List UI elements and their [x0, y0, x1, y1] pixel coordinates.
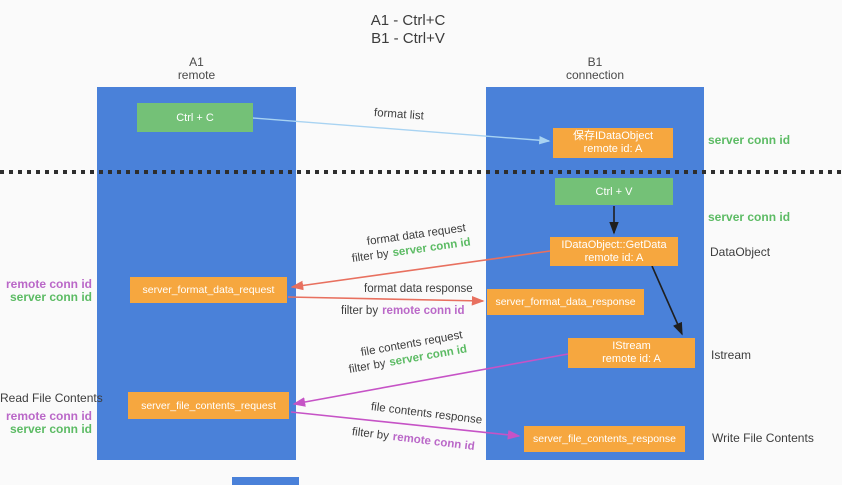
- save-idataobject-line2: remote id: A: [583, 143, 643, 155]
- getdata-box: IDataObject::GetData remote id: A: [550, 237, 678, 266]
- bottom-blue-fragment: [232, 477, 299, 485]
- lifeline-right-subtitle: connection: [565, 68, 625, 82]
- istream-line1: IStream: [612, 340, 651, 352]
- file-contents-response-arrow: [290, 411, 521, 440]
- server-format-data-response-label: server_format_data_response: [495, 296, 636, 308]
- title-line-1: A1 - Ctrl+C: [370, 12, 446, 29]
- lifeline-left-subtitle: remote: [177, 68, 216, 82]
- remote-conn-id-label-left-1: remote conn id: [5, 277, 92, 291]
- server-format-data-request-box: server_format_data_request: [130, 277, 287, 303]
- istream-box: IStream remote id: A: [568, 338, 695, 368]
- server-conn-id-label-left-2: server conn id: [9, 422, 92, 436]
- remote-conn-id-text: remote conn id: [382, 305, 465, 317]
- format-data-request-arrow: [290, 250, 551, 291]
- server-file-contents-response-label: server_file_contents_response: [532, 433, 676, 445]
- save-idataobject-line1: 保存IDataObject: [572, 130, 654, 142]
- read-file-contents-label: Read File Contents: [0, 391, 103, 405]
- server-conn-id-label-left-1: server conn id: [9, 290, 92, 304]
- getdata-istream-arrow: [651, 265, 683, 336]
- lifeline-right-title: B1: [587, 55, 603, 69]
- write-file-contents-label: Write File Contents: [712, 431, 814, 445]
- server-format-data-request-label: server_format_data_request: [142, 284, 275, 296]
- save-idataobject-box: 保存IDataObject remote id: A: [553, 128, 673, 158]
- filter-by-text: filter by: [341, 305, 379, 317]
- server-file-contents-response-box: server_file_contents_response: [524, 426, 685, 452]
- file-contents-request-arrow: [292, 353, 569, 407]
- format-data-response-arrow: [287, 295, 485, 306]
- lifeline-right-header: B1 connection: [486, 56, 704, 82]
- lifeline-left-header: A1 remote: [97, 56, 296, 82]
- ctrl-v-label: Ctrl + V: [595, 185, 633, 198]
- remote-conn-id-label-left-2: remote conn id: [5, 409, 92, 423]
- getdata-line1: IDataObject::GetData: [561, 238, 667, 251]
- server-conn-id-label-top-right: server conn id: [708, 133, 791, 147]
- ctrl-c-box: Ctrl + C: [137, 103, 253, 132]
- server-conn-id-label-mid-right: server conn id: [708, 210, 791, 224]
- server-file-contents-request-label: server_file_contents_request: [141, 399, 276, 412]
- server-format-data-response-box: server_format_data_response: [487, 289, 644, 315]
- server-file-contents-request-box: server_file_contents_request: [128, 392, 289, 419]
- dataobject-label: DataObject: [710, 245, 771, 259]
- istream-side-label: Istream: [711, 348, 752, 362]
- getdata-line2: remote id: A: [584, 251, 644, 264]
- format-list-arrow: [252, 117, 551, 145]
- ctrl-v-box: Ctrl + V: [555, 178, 673, 205]
- lifeline-left-title: A1: [189, 55, 204, 69]
- title-line-2: B1 - Ctrl+V: [371, 30, 445, 47]
- format-data-response-label: format data response: [364, 283, 473, 295]
- istream-line2: remote id: A: [602, 353, 661, 365]
- ctrl-c-label: Ctrl + C: [176, 111, 214, 124]
- diagram-title: A1 - Ctrl+C B1 - Ctrl+V: [308, 12, 508, 48]
